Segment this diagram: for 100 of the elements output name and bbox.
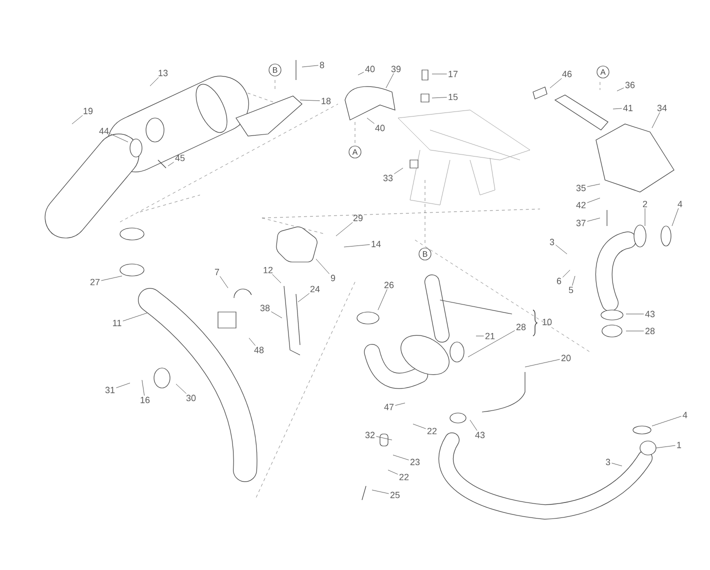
callout-number: 26 — [384, 282, 394, 288]
leader-line — [586, 184, 600, 187]
callout-number: 3 — [606, 458, 610, 466]
callout-number: 39 — [391, 66, 401, 72]
callout-number: 21 — [485, 332, 495, 340]
leader-line — [550, 78, 562, 88]
leader-line — [220, 276, 228, 288]
callout-number: 34 — [657, 104, 667, 112]
callout-number: 46 — [562, 70, 572, 78]
leader-line — [612, 108, 622, 110]
leader-line — [386, 73, 394, 88]
callout-number: 12 — [264, 266, 273, 274]
leader-line — [392, 454, 410, 460]
callout-number: 10 — [542, 318, 552, 326]
leader-line — [376, 436, 392, 440]
leader-line — [150, 77, 159, 86]
callout-number: 3 — [550, 238, 554, 246]
callout-number: 2 — [642, 200, 648, 208]
leader-line — [72, 115, 83, 124]
callout-number: 29 — [353, 214, 363, 222]
callout-number: 38 — [260, 304, 270, 312]
leader-line — [358, 72, 364, 76]
leader-line — [432, 97, 448, 98]
callout-number: 1 — [677, 442, 682, 448]
leader-line — [116, 382, 130, 388]
callout-number: 23 — [410, 458, 420, 466]
leader-line — [652, 416, 682, 426]
leader-line — [644, 208, 646, 226]
callout-number: 33 — [383, 174, 393, 182]
callout-number: 28 — [645, 328, 655, 334]
leader-line — [394, 168, 404, 174]
leader-line — [470, 420, 478, 431]
leader-line — [176, 384, 187, 394]
callout-number: 13 — [158, 70, 168, 76]
leader-line — [652, 112, 660, 128]
callout-number: 25 — [390, 492, 400, 498]
leader-line — [586, 198, 600, 203]
callout-number: 9 — [330, 274, 336, 282]
leader-line — [344, 244, 370, 248]
leader-line — [672, 208, 679, 226]
callout-number: 4 — [678, 200, 682, 208]
callout-number: 28 — [516, 324, 526, 330]
leader-line — [586, 218, 600, 222]
callout-number: 14 — [372, 240, 381, 248]
callout-number: 40 — [375, 124, 385, 132]
callout-number: 6 — [556, 278, 562, 284]
callout-number: 22 — [427, 428, 437, 434]
callout-number: 32 — [365, 432, 375, 438]
callout-number: 47 — [384, 404, 394, 410]
callout-number: 43 — [645, 310, 655, 318]
callout-number: 20 — [561, 354, 571, 362]
callout-number: 43 — [475, 432, 485, 438]
leader-line — [468, 330, 516, 358]
callout-number: 22 — [399, 474, 409, 480]
leader-line — [142, 380, 145, 396]
leader-line — [300, 100, 320, 101]
leader-line — [372, 490, 390, 494]
leader-line — [378, 289, 388, 310]
leader-line — [616, 88, 624, 92]
leader-line — [122, 312, 148, 322]
callout-number: 37 — [576, 220, 586, 226]
leader-line — [626, 330, 644, 332]
callout-number: 5 — [568, 286, 574, 294]
leader-line — [555, 244, 568, 254]
callout-number: 48 — [254, 346, 264, 354]
leader-line — [100, 276, 122, 281]
callout-number: 18 — [322, 98, 331, 104]
leader-line — [656, 445, 676, 448]
callout-number: 41 — [623, 104, 633, 112]
leader-line — [412, 424, 426, 429]
leader-line — [302, 65, 319, 68]
leader-line — [572, 276, 576, 286]
callout-number: 40 — [365, 66, 375, 72]
leader-line — [611, 462, 622, 466]
callout-number: 35 — [576, 184, 586, 192]
callout-number: 4 — [682, 412, 688, 418]
leader-line — [298, 293, 310, 302]
callout-number: 19 — [84, 108, 93, 114]
callout-number: 27 — [90, 278, 100, 286]
leader-line — [394, 402, 406, 406]
leader-line — [168, 162, 174, 166]
leader-line — [110, 134, 128, 142]
callout-number: 44 — [99, 128, 109, 134]
leader-line — [366, 118, 375, 124]
callout-number: 42 — [576, 202, 586, 208]
callout-number: 36 — [625, 82, 635, 88]
callout-number: 15 — [448, 94, 458, 100]
leader-line — [562, 270, 570, 278]
callout-number: 31 — [105, 386, 115, 394]
callout-number: 7 — [214, 268, 220, 276]
leader-line — [272, 274, 282, 284]
callout-number: 45 — [175, 154, 185, 162]
leader-line — [316, 258, 330, 274]
leader-line — [336, 222, 353, 236]
callout-number: 11 — [113, 320, 122, 326]
leader-line — [388, 470, 398, 475]
callout-number: 24 — [310, 286, 320, 292]
callout-number: 8 — [320, 62, 324, 68]
leader-line — [248, 338, 256, 346]
callout-number: 16 — [140, 396, 150, 404]
